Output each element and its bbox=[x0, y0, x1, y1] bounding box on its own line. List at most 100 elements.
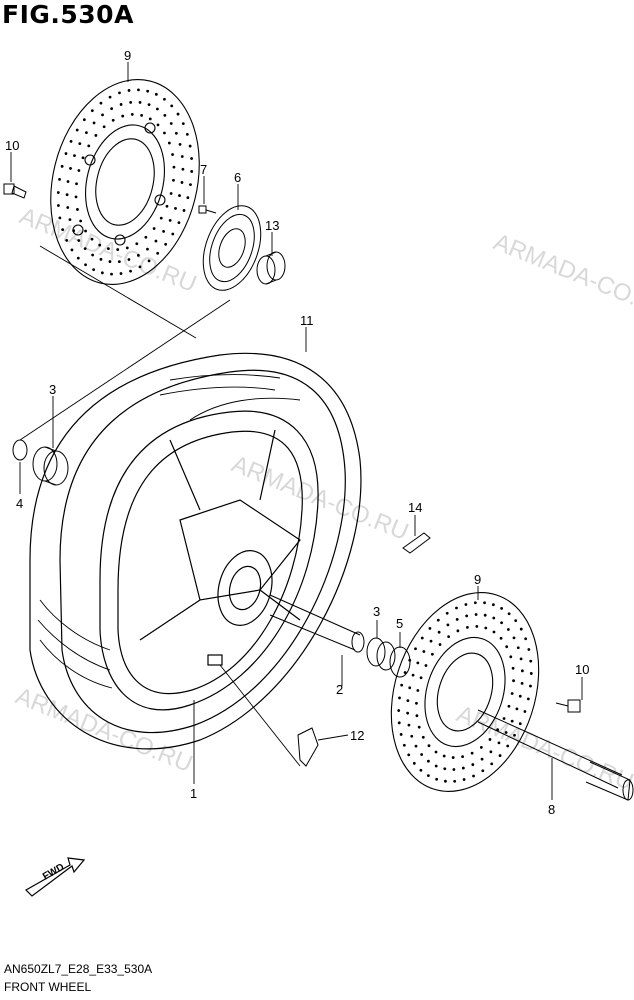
disc-hole bbox=[464, 603, 468, 606]
disc-hole bbox=[121, 114, 125, 118]
disc-hole bbox=[83, 247, 87, 251]
disc-hole bbox=[473, 601, 477, 605]
disc-hole bbox=[408, 686, 412, 690]
disc-hole bbox=[529, 684, 532, 688]
disc-hole bbox=[77, 239, 81, 242]
disc-hole bbox=[78, 142, 82, 145]
disc-hole bbox=[403, 671, 407, 674]
disc-hole bbox=[116, 248, 120, 251]
callout-valve: 12 bbox=[350, 728, 364, 743]
disc-hole bbox=[154, 239, 158, 243]
disc-hole bbox=[421, 735, 425, 739]
disc-hole bbox=[147, 259, 151, 263]
disc-hole bbox=[474, 613, 478, 616]
disc-hole bbox=[491, 603, 495, 607]
watermark-4: ARMADA-CO.RU bbox=[12, 683, 196, 778]
callout-collar: 2 bbox=[336, 682, 343, 697]
callout-tire: 11 bbox=[300, 313, 314, 328]
disc-hole bbox=[483, 613, 487, 617]
disc-hole bbox=[419, 768, 423, 772]
disc-hole bbox=[108, 260, 112, 263]
disc-hole bbox=[98, 243, 102, 247]
disc-hole bbox=[169, 122, 173, 125]
callout-seal-right: 5 bbox=[396, 616, 403, 631]
disc-hole bbox=[111, 118, 115, 122]
disc-hole bbox=[178, 194, 181, 197]
disc-hole bbox=[406, 699, 410, 703]
disc-hole bbox=[510, 719, 514, 723]
disc-hole bbox=[146, 89, 150, 93]
disc-hole bbox=[472, 774, 475, 778]
disc-hole bbox=[129, 269, 132, 273]
brake-disc-top bbox=[50, 79, 200, 285]
disc-hole bbox=[127, 89, 131, 92]
disc-hole bbox=[411, 673, 415, 677]
disc-hole bbox=[91, 253, 94, 257]
disc-hole bbox=[430, 652, 434, 656]
callout-axle: 8 bbox=[548, 802, 555, 817]
disc-hole bbox=[453, 779, 457, 783]
disc-hole bbox=[437, 630, 441, 634]
disc-hole bbox=[79, 219, 83, 223]
disc-hole bbox=[479, 745, 483, 749]
disc-hole bbox=[447, 635, 451, 639]
disc-hole bbox=[110, 107, 114, 111]
disc-hole bbox=[465, 614, 469, 618]
disc-hole bbox=[119, 103, 123, 106]
disc-hole bbox=[415, 701, 418, 705]
diagram-name: FRONT WHEEL bbox=[4, 980, 92, 994]
disc-hole bbox=[416, 689, 420, 692]
disc-hole bbox=[106, 247, 110, 251]
disc-hole bbox=[92, 121, 96, 125]
disc-hole bbox=[164, 242, 168, 246]
disc-hole bbox=[90, 109, 94, 113]
disc-hole bbox=[174, 206, 177, 210]
disc-hole bbox=[507, 612, 511, 616]
disc-hole bbox=[519, 657, 523, 661]
disc-hole bbox=[69, 139, 73, 143]
disc-hole bbox=[154, 92, 158, 96]
disc-hole bbox=[516, 646, 520, 650]
disc-hole bbox=[412, 761, 416, 765]
callout-weight: 14 bbox=[408, 500, 422, 515]
disc-hole bbox=[163, 97, 166, 101]
disc-hole bbox=[58, 216, 62, 220]
spacer bbox=[256, 251, 286, 285]
disc-hole bbox=[73, 154, 76, 158]
disc-hole bbox=[397, 709, 401, 712]
disc-hole bbox=[420, 753, 424, 756]
disc-hole bbox=[498, 754, 502, 757]
disc-hole bbox=[445, 611, 449, 615]
disc-hole bbox=[108, 95, 112, 99]
disc-hole bbox=[481, 769, 485, 773]
bolt-top bbox=[3, 183, 27, 199]
figure-title: FIG.530A bbox=[2, 0, 134, 29]
callout-wheel: 1 bbox=[190, 786, 197, 801]
disc-hole bbox=[466, 625, 469, 629]
disc-hole bbox=[58, 178, 61, 181]
disc-hole bbox=[172, 165, 176, 169]
disc-hole bbox=[520, 669, 524, 673]
disc-hole bbox=[497, 741, 501, 745]
disc-hole bbox=[419, 676, 423, 680]
disc-hole bbox=[505, 645, 509, 649]
disc-hole bbox=[190, 157, 193, 160]
disc-hole bbox=[518, 722, 522, 726]
disc-hole bbox=[529, 659, 533, 663]
disc-hole bbox=[146, 247, 149, 251]
disc-hole bbox=[61, 228, 65, 232]
disc-hole bbox=[169, 192, 173, 195]
disc-hole bbox=[407, 723, 411, 727]
disc-hole bbox=[125, 246, 129, 250]
disc-hole bbox=[84, 229, 87, 233]
disc-hole bbox=[480, 757, 484, 761]
fwd-arrow: FWD bbox=[25, 857, 86, 897]
disc-hole bbox=[424, 664, 428, 667]
disc-hole bbox=[408, 658, 412, 662]
disc-hole bbox=[436, 618, 440, 622]
disc-hole bbox=[414, 647, 417, 651]
disc-hole bbox=[84, 263, 87, 267]
disc-hole bbox=[514, 619, 518, 623]
callout-screw: 7 bbox=[200, 162, 207, 177]
disc-hole bbox=[443, 767, 447, 771]
